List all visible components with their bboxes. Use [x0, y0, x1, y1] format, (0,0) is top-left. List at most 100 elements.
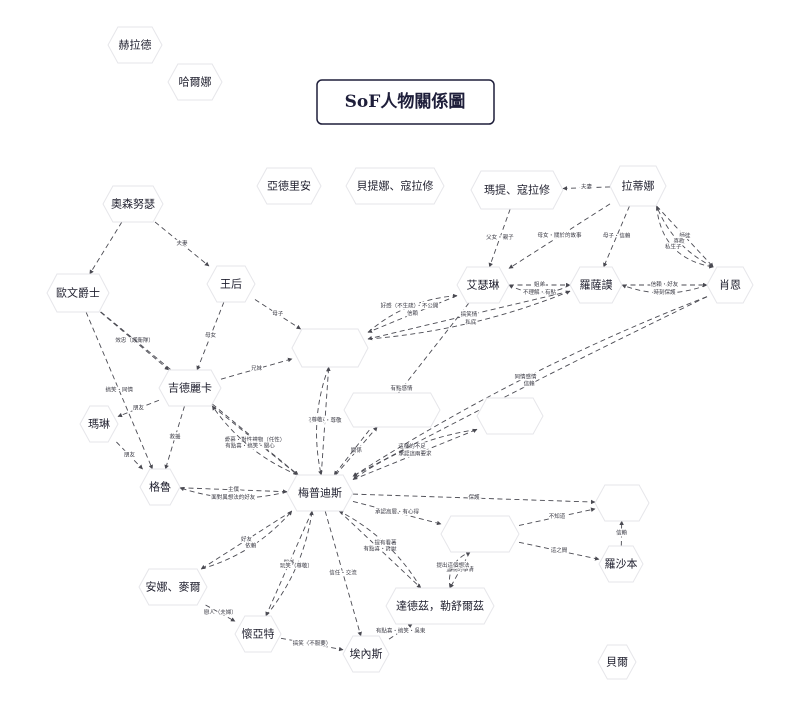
node-shape-beitina	[345, 167, 445, 205]
node-blank4[interactable]	[440, 515, 520, 553]
node-aosennusi[interactable]: 奧森努瑟	[102, 185, 164, 223]
node-helatai[interactable]: 赫拉德	[107, 26, 163, 64]
edge-ouwen-to-jidelika	[100, 311, 170, 371]
node-shape-dade	[385, 587, 495, 625]
edge-label-jidelika-to-meipudisi: 愛慕・對性禮物（任性）	[225, 436, 286, 444]
node-yadeliyan[interactable]: 亞德里安	[256, 167, 322, 205]
edge-label-ladina-to-xiaoen: 師徒	[679, 232, 691, 240]
node-label-haerna: 哈爾娜	[179, 75, 212, 89]
node-mati[interactable]: 瑪提、寇拉修	[470, 170, 564, 210]
node-blank2[interactable]	[343, 392, 441, 428]
edge-label-dade-to-meipudisi: 提有看著	[374, 539, 397, 547]
edge-label-luosamu-to-aiselin: 不理解・有點	[523, 288, 557, 296]
node-label-mati: 瑪提、寇拉修	[484, 183, 550, 197]
edge-wangou-to-blank1	[254, 299, 301, 330]
edge-ladina-to-xiaoen	[656, 205, 714, 269]
edge-label-meipudisi-to-blank3: 承認這兩要求	[398, 450, 432, 458]
node-shape-aiselin	[456, 266, 510, 304]
edge-label-xiaoen-to-ladina: 喜歡	[674, 237, 686, 245]
node-gelu[interactable]: 格魯	[139, 468, 181, 506]
edge-label-malin-to-gelu: 朋友	[124, 451, 136, 459]
node-meipudisi[interactable]: 梅普迪斯	[286, 474, 354, 512]
node-blank1[interactable]	[291, 328, 369, 368]
edge-label-jidelika-to-blank1: 兄妹	[251, 364, 263, 372]
edge-label-blank1-to-aiselin: 好感（不生疏）・不公開	[381, 302, 439, 310]
edge-label-ladina-to-aiselin: 母女・關於的故事	[537, 231, 582, 239]
edge-meipudisi-to-huaiyate	[265, 510, 313, 617]
node-blank3[interactable]	[476, 397, 544, 435]
edge-label-wangou-to-jidelika: 母女	[205, 331, 217, 339]
edge-label-luoshaben-to-blank5: 信賴	[616, 529, 628, 537]
edge-blank3-to-meipudisi	[352, 428, 478, 480]
edge-label-jidelika-to-malin: 朋友	[133, 403, 145, 411]
edge-label-ladina-to-xiaoen: 私生子	[665, 242, 682, 250]
node-shape-blank3	[476, 397, 544, 435]
edge-blank4-to-blank5	[518, 507, 596, 526]
node-label-jidelika: 吉德麗卡	[168, 381, 212, 395]
node-ouwen[interactable]: 歐文爵士	[46, 273, 110, 313]
node-ladina[interactable]: 拉蒂娜	[609, 165, 667, 207]
diagram-title-text: SoF人物關係圖	[345, 91, 466, 112]
edge-label-blank4-to-dade: 重視的事情	[446, 565, 474, 573]
node-shape-huaiyate	[234, 615, 282, 653]
edge-ladina-to-aiselin	[508, 203, 611, 269]
edge-label-luosamu-to-blank1: 搞笑情	[461, 310, 478, 318]
edge-label-blank4-to-luoshaben: 這之間	[551, 546, 568, 554]
node-jidelika[interactable]: 吉德麗卡	[158, 369, 222, 407]
edge-blank1-to-meipudisi	[316, 366, 330, 476]
node-label-luosamu: 羅薩謨	[580, 278, 613, 292]
node-anna[interactable]: 安娜、麥爾	[138, 568, 208, 606]
node-haerna[interactable]: 哈爾娜	[167, 63, 223, 101]
node-label-huaiyate: 懷亞特	[242, 627, 275, 641]
node-malin[interactable]: 瑪琳	[79, 405, 119, 443]
edge-meipudisi-to-blank1	[320, 366, 331, 476]
edge-meipudisi-to-anna	[200, 510, 293, 570]
node-yaineisi[interactable]: 埃內斯	[342, 635, 390, 673]
node-beitina[interactable]: 貝提娜、寇拉修	[345, 167, 445, 205]
edge-label-dade-to-blank4: 提出這個想法	[436, 561, 470, 569]
node-huaiyate[interactable]: 懷亞特	[234, 615, 282, 653]
edge-aiselin-to-blank1	[367, 295, 458, 333]
edge-huaiyate-to-meipudisi	[265, 510, 314, 617]
edge-label-meipudisi-to-jidelika: 有點喜・搞笑・關心	[225, 442, 275, 450]
node-shape-malin	[79, 405, 119, 443]
node-wangou[interactable]: 王后	[206, 265, 256, 303]
node-shape-blank2	[343, 392, 441, 428]
edge-label-blank4-to-blank5: 不知道	[549, 512, 566, 520]
edge-dade-to-meipudisi	[338, 510, 422, 589]
node-label-yaineisi: 埃內斯	[350, 647, 383, 661]
edge-dade-to-blank4	[448, 551, 471, 589]
edge-xiaoen-to-ladina	[656, 205, 714, 268]
edge-label-luosamu-to-xiaoen: 信賴・好友	[651, 280, 679, 288]
node-label-anna: 安娜、麥爾	[146, 580, 201, 594]
edge-label-huaiyate-to-meipudisi: 玩笑（尊敬）	[280, 562, 313, 570]
edge-blank1-to-luosamu	[367, 290, 571, 340]
edge-jidelika-to-malin	[117, 399, 160, 418]
edge-jidelika-to-meipudisi	[212, 405, 299, 476]
node-beier[interactable]: 貝爾	[597, 644, 637, 680]
node-shape-blank5	[594, 484, 650, 522]
edges-layer: 夫妻母女母子效忠（護衛隊）忠誠・同情朋友救援兄妹愛慕・對性禮物（任性）有點喜・搞…	[85, 181, 714, 652]
node-aiselin[interactable]: 艾瑟琳	[456, 266, 510, 304]
node-label-aiselin: 艾瑟琳	[467, 278, 500, 292]
node-label-ladina: 拉蒂娜	[622, 179, 655, 193]
node-xiaoen[interactable]: 肖恩	[706, 266, 754, 304]
edge-label-ladina-to-luosamu: 母子・信賴	[603, 232, 631, 240]
edge-label-gelu-to-meipudisi: 主僕	[228, 485, 240, 493]
node-label-beier: 貝爾	[606, 656, 628, 669]
edge-label-blank3-to-meipudisi: 這樣的不足	[398, 442, 426, 450]
node-dade[interactable]: 達德茲，勒舒爾茲	[385, 587, 495, 625]
node-label-malin: 瑪琳	[88, 417, 110, 431]
edge-ladina-to-luosamu	[603, 205, 630, 268]
edge-label-aiselin-to-meipudisi: 有點感情	[390, 384, 413, 392]
node-luoshaben[interactable]: 羅沙本	[598, 545, 644, 583]
node-blank5[interactable]	[594, 484, 650, 522]
edge-label-anna-to-huaiyate: 戀人（夫婦）	[204, 608, 237, 616]
edge-aosennusi-to-wangou	[154, 221, 210, 267]
edge-yaineisi-to-dade	[388, 623, 413, 640]
edge-label-xiaoen-to-meipudisi: 信賴	[524, 380, 536, 388]
edge-label-meipudisi-to-gelu: 面對異想法的好友	[211, 493, 256, 501]
node-luosamu[interactable]: 羅薩謨	[569, 266, 623, 304]
node-shape-yadeliyan	[256, 167, 322, 205]
edge-label-meipudisi-to-blank5: 保護	[468, 493, 480, 501]
